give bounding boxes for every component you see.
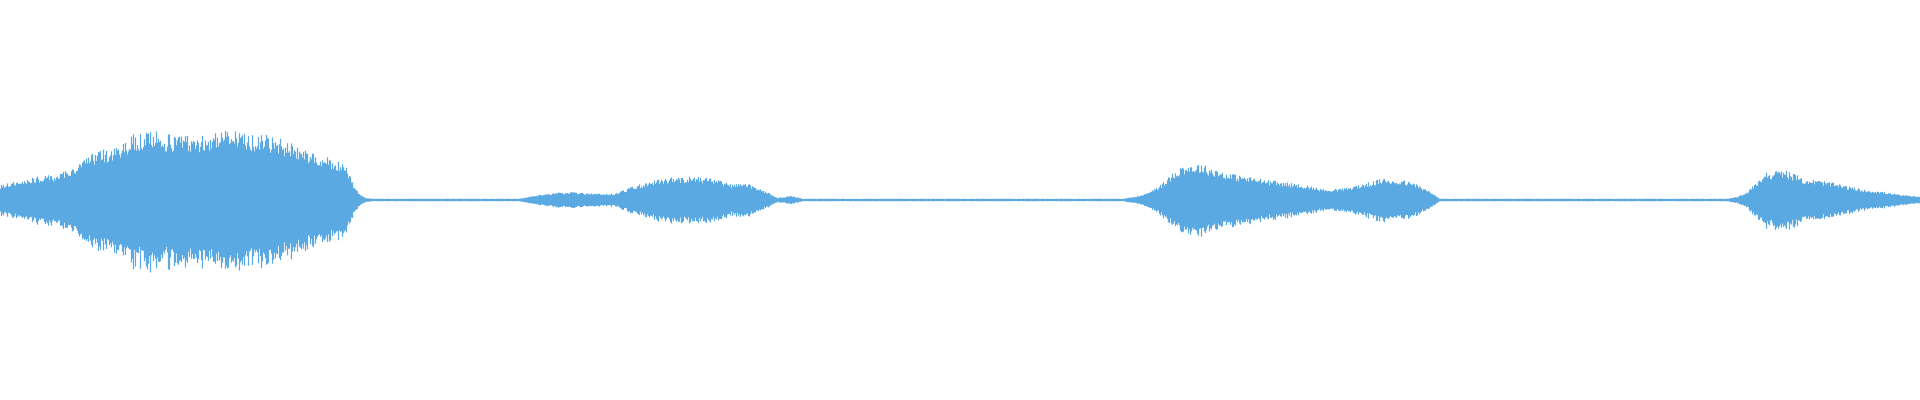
waveform-path [0,130,1920,273]
waveform-bars [0,130,1920,273]
